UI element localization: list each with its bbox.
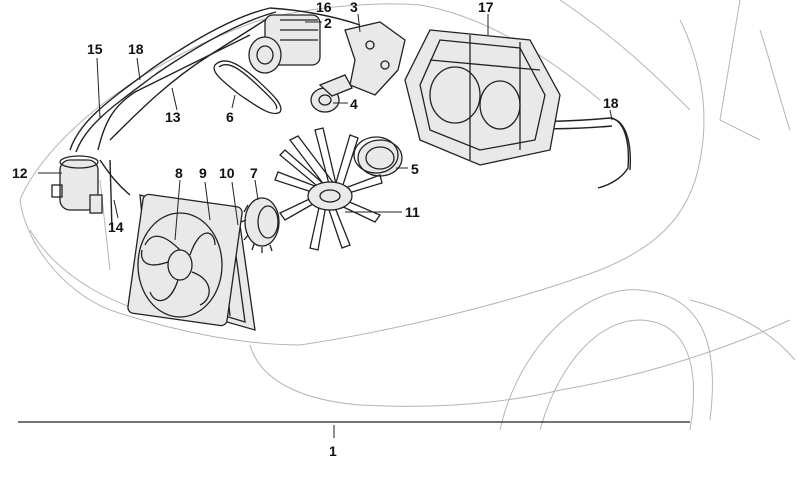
callout-16: 16 — [316, 0, 332, 15]
bracket-part — [344, 21, 406, 96]
pulley-ring-part — [353, 136, 403, 177]
callout-3: 3 — [350, 0, 358, 15]
callout-7: 7 — [250, 165, 258, 181]
callout-5: 5 — [411, 161, 419, 177]
callout-8: 8 — [175, 165, 183, 181]
callout-1: 1 — [329, 443, 337, 459]
belt-part — [213, 60, 282, 115]
callout-13: 13 — [165, 109, 181, 125]
viscous-clutch-part — [240, 197, 280, 253]
leader-lines — [38, 13, 613, 438]
dryer-part — [51, 155, 103, 214]
callout-15: 15 — [87, 41, 103, 57]
callout-11: 11 — [405, 204, 420, 220]
aux-fan-part — [127, 193, 243, 327]
callout-6: 6 — [226, 109, 234, 125]
callout-12: 12 — [12, 165, 28, 181]
callout-labels: 1 2 3 4 5 6 7 8 9 10 11 12 13 14 15 16 1… — [12, 0, 619, 459]
fan-blade-part — [274, 127, 383, 251]
callout-10: 10 — [219, 165, 235, 181]
compressor-part — [248, 14, 321, 74]
callout-17: 17 — [478, 0, 494, 15]
callout-14: 14 — [108, 219, 124, 235]
tensioner-part — [310, 74, 353, 113]
callout-2: 2 — [324, 15, 332, 31]
callout-18-right: 18 — [603, 95, 619, 111]
evaporator-box-part — [404, 29, 561, 166]
callout-9: 9 — [199, 165, 207, 181]
line-18-right — [597, 117, 630, 189]
line-13 — [109, 19, 266, 141]
callout-4: 4 — [350, 96, 358, 112]
callout-18-left: 18 — [128, 41, 144, 57]
